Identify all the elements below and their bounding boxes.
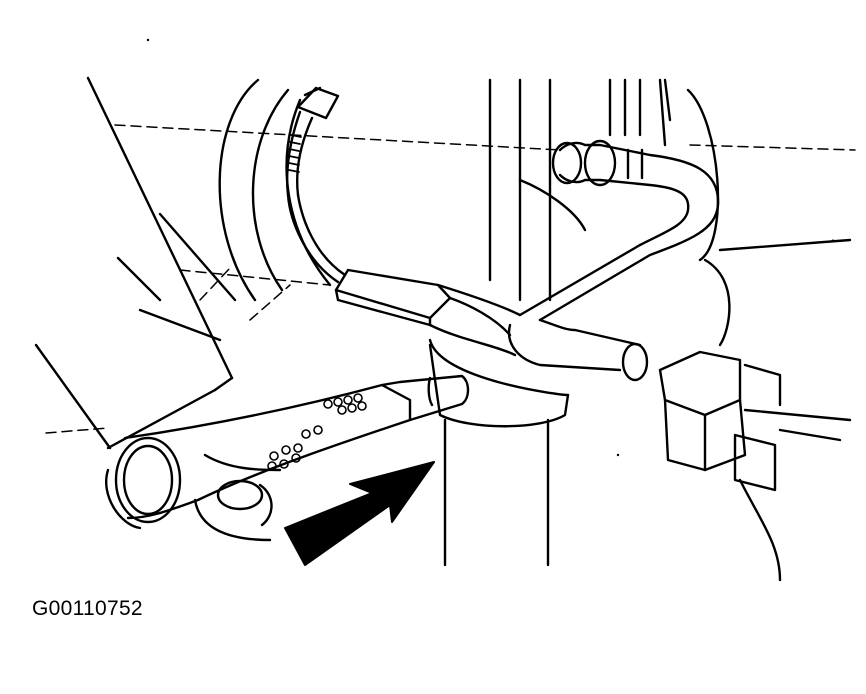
cable-clip (285, 86, 347, 284)
tube-grommets (551, 139, 649, 382)
indicator-arrow (284, 461, 435, 566)
cable-tie-ridges (288, 134, 302, 173)
frame-panel (34, 76, 237, 450)
bracket-arm (334, 268, 522, 357)
tool-handle (105, 374, 470, 530)
lower-cylinder (428, 338, 570, 567)
dashed-reference-lines (45, 124, 856, 434)
lower-structure (193, 453, 282, 542)
connector-block (658, 350, 852, 492)
central-column (488, 78, 587, 302)
upper-right-pipes (608, 78, 672, 147)
handle-texture (267, 393, 367, 471)
bent-tube (507, 141, 720, 372)
specks (146, 38, 835, 457)
figure-id-label: G00110752 (32, 597, 143, 620)
right-housing (686, 88, 852, 582)
